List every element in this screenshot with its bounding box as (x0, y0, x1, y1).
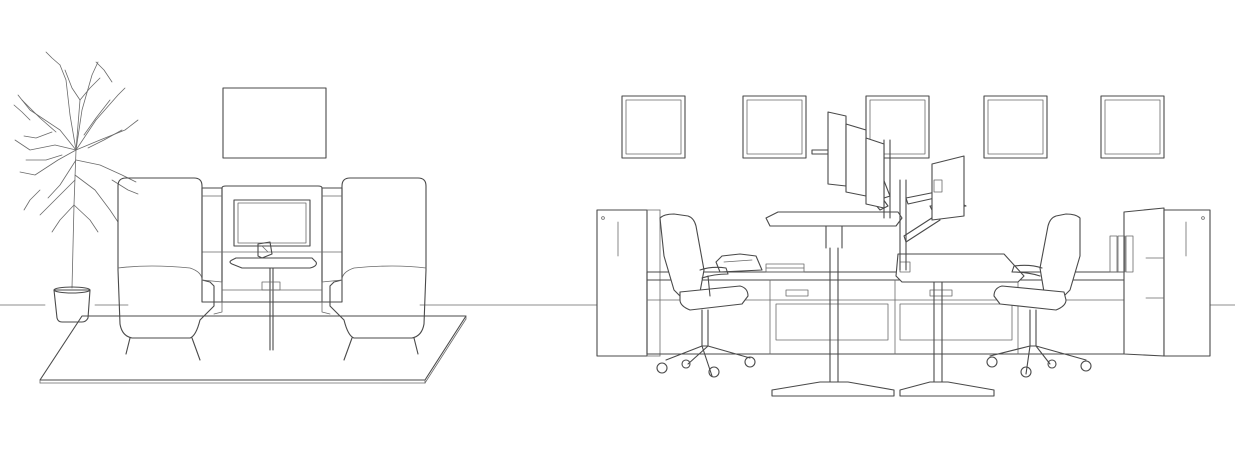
area-rug (39, 315, 467, 384)
tower-storage-right (1109, 207, 1211, 357)
lounge-armchair-right (321, 177, 427, 361)
wall-frame-lounge (222, 87, 327, 159)
standing-desk-right (895, 253, 1025, 397)
booth-monitor (233, 199, 311, 247)
monitors (827, 111, 965, 221)
task-chair-left (656, 213, 756, 378)
tower-storage-left (596, 209, 661, 357)
lounge-armchair-left (117, 177, 223, 361)
potted-plant (13, 51, 139, 323)
wall-frames-office (621, 95, 1165, 159)
booth-table (229, 241, 317, 351)
task-chair-right (986, 213, 1092, 378)
desk-phone (715, 253, 763, 273)
standing-desk-left (765, 211, 903, 397)
